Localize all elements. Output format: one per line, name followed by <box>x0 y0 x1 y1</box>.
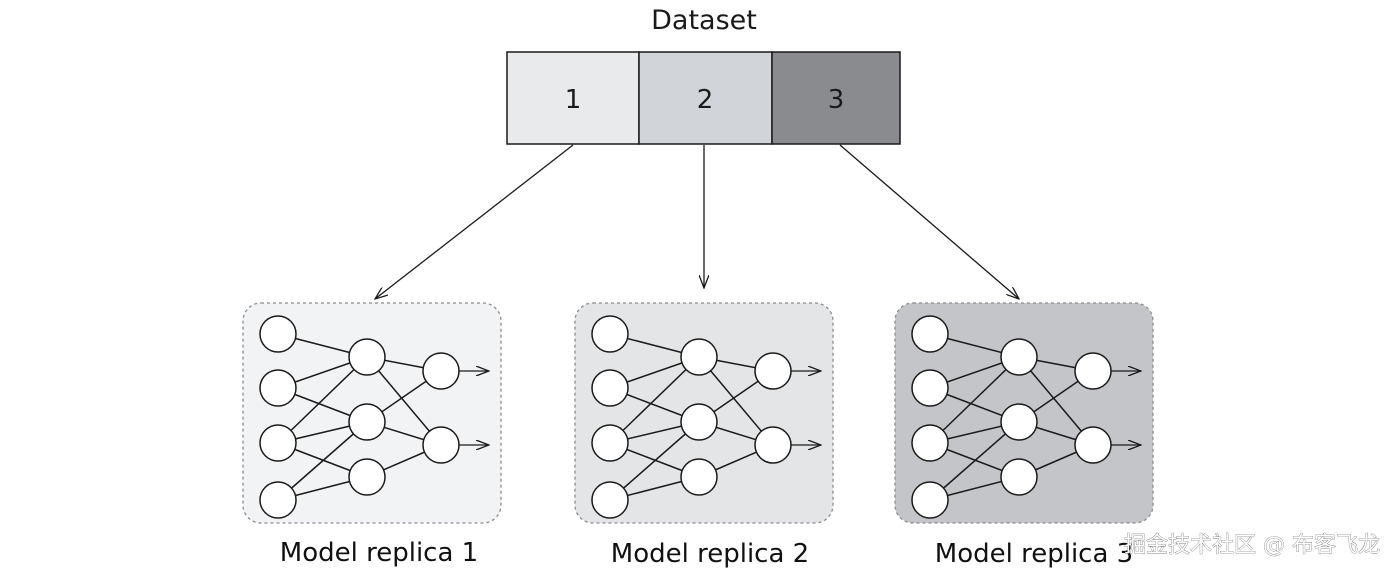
network-node <box>422 352 460 390</box>
network-node <box>422 426 460 464</box>
network-node <box>348 338 386 376</box>
network-connection <box>609 421 700 501</box>
network-node <box>911 369 949 407</box>
network-node <box>1000 403 1038 441</box>
network-node <box>680 338 718 376</box>
network-node <box>1000 338 1038 376</box>
network-node <box>259 481 297 519</box>
network-connection <box>277 356 368 444</box>
dataset-segment-label: 2 <box>697 85 714 115</box>
watermark-text: 掘金技术社区 @ 布客飞龙 <box>1124 533 1380 558</box>
network-node <box>591 369 629 407</box>
network-node <box>591 481 629 519</box>
network-node <box>1074 426 1112 464</box>
network-connection <box>929 421 1020 501</box>
network-node <box>754 352 792 390</box>
network-connection <box>366 356 442 446</box>
network-connection <box>698 356 774 446</box>
network-node <box>911 481 949 519</box>
network-node <box>348 458 386 496</box>
network-node <box>1000 458 1038 496</box>
network-connection <box>609 356 700 444</box>
dataset-segment-label: 1 <box>565 85 582 115</box>
dataset-segment-label: 3 <box>828 85 845 115</box>
network-node <box>348 403 386 441</box>
dataset-title: Dataset <box>651 5 757 36</box>
arrow-to-replica-3 <box>839 144 1019 299</box>
dataset-segment-2: 2 <box>638 51 773 145</box>
network-connection <box>277 421 368 501</box>
model-replica-2 <box>574 302 834 524</box>
network-node <box>591 424 629 462</box>
model-replica-label: Model replica 2 <box>611 539 809 569</box>
network-node <box>911 424 949 462</box>
arrow-to-replica-1 <box>375 144 574 299</box>
model-replica-3 <box>894 302 1154 524</box>
network-connection <box>929 356 1020 444</box>
network-node <box>1074 352 1112 390</box>
network-connection <box>1018 356 1094 446</box>
dataset-segment-3: 3 <box>771 51 901 145</box>
network-node <box>680 403 718 441</box>
dataset-segment-1: 1 <box>506 51 640 145</box>
network-node <box>259 315 297 353</box>
network-node <box>911 315 949 353</box>
network-node <box>591 315 629 353</box>
network-node <box>680 458 718 496</box>
model-replica-label: Model replica 3 <box>935 539 1133 569</box>
distribution-arrows <box>375 144 1019 299</box>
network-node <box>259 424 297 462</box>
model-replica-1 <box>242 302 502 524</box>
model-replica-label: Model replica 1 <box>280 538 478 568</box>
network-node <box>259 369 297 407</box>
dataset-bar: 1 2 3 <box>506 51 901 145</box>
network-node <box>754 426 792 464</box>
